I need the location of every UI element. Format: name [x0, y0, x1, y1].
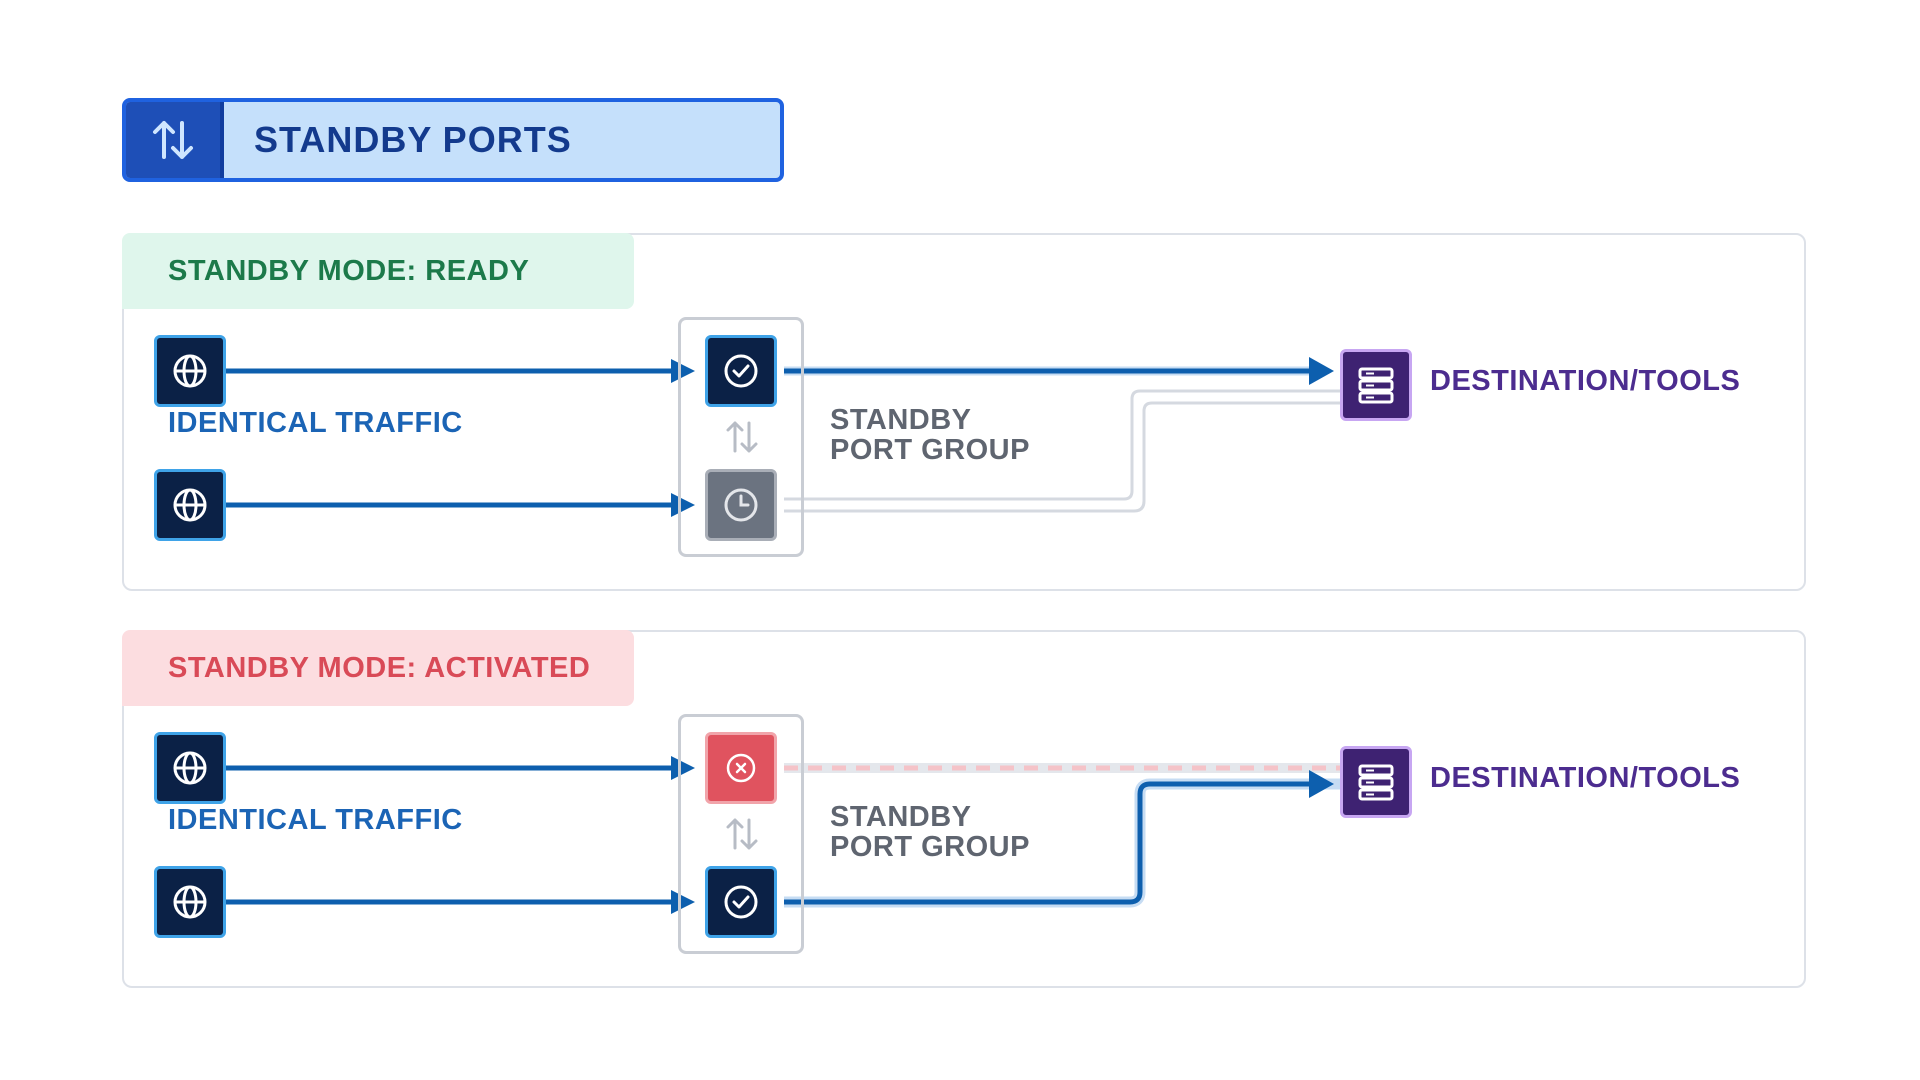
panel-standby-activated: STANDBY MODE: ACTIVATED IDENTICAL TRAFFI… [122, 630, 1806, 988]
traffic-source-2[interactable] [154, 469, 226, 541]
traffic-source-1[interactable] [154, 335, 226, 407]
destination-label: DESTINATION/TOOLS [1430, 762, 1741, 794]
standby-port-active[interactable] [705, 866, 777, 938]
globe-icon [173, 354, 207, 388]
x-circle-icon [726, 753, 756, 783]
clock-icon [724, 488, 758, 522]
check-circle-icon [724, 885, 758, 919]
connection-lines [226, 357, 1340, 517]
server-icon [1358, 367, 1394, 404]
swap-vertical-icon [722, 814, 762, 859]
primary-port[interactable] [705, 335, 777, 407]
globe-icon [173, 751, 207, 785]
identical-traffic-label: IDENTICAL TRAFFIC [168, 407, 463, 439]
server-icon [1358, 764, 1394, 801]
destination-label: DESTINATION/TOOLS [1430, 365, 1741, 397]
globe-icon [173, 488, 207, 522]
group-label-line1: STANDBY [830, 801, 972, 833]
standby-port-group [678, 317, 804, 557]
check-circle-icon [724, 354, 758, 388]
standby-port-group-label: STANDBY PORT GROUP [830, 802, 1030, 862]
panel-standby-ready: STANDBY MODE: READY IDENTICAL TRAFFIC [122, 233, 1806, 591]
globe-icon [173, 885, 207, 919]
swap-vertical-icon [722, 417, 762, 462]
group-label-line2: PORT GROUP [830, 434, 1030, 466]
primary-port-failed[interactable] [705, 732, 777, 804]
connection-lines [226, 756, 1340, 914]
status-badge-activated: STANDBY MODE: ACTIVATED [122, 630, 634, 706]
destination-node[interactable] [1340, 349, 1412, 421]
standby-port-group [678, 714, 804, 954]
page-title: STANDBY PORTS [254, 119, 572, 160]
standby-ports-header: STANDBY PORTS [122, 98, 784, 182]
standby-port-group-label: STANDBY PORT GROUP [830, 405, 1030, 465]
standby-port[interactable] [705, 469, 777, 541]
destination-node[interactable] [1340, 746, 1412, 818]
group-label-line2: PORT GROUP [830, 831, 1030, 863]
swap-vertical-icon [126, 102, 224, 178]
identical-traffic-label: IDENTICAL TRAFFIC [168, 804, 463, 836]
status-badge-ready: STANDBY MODE: READY [122, 233, 634, 309]
group-label-line1: STANDBY [830, 404, 972, 436]
traffic-source-1[interactable] [154, 732, 226, 804]
traffic-source-2[interactable] [154, 866, 226, 938]
